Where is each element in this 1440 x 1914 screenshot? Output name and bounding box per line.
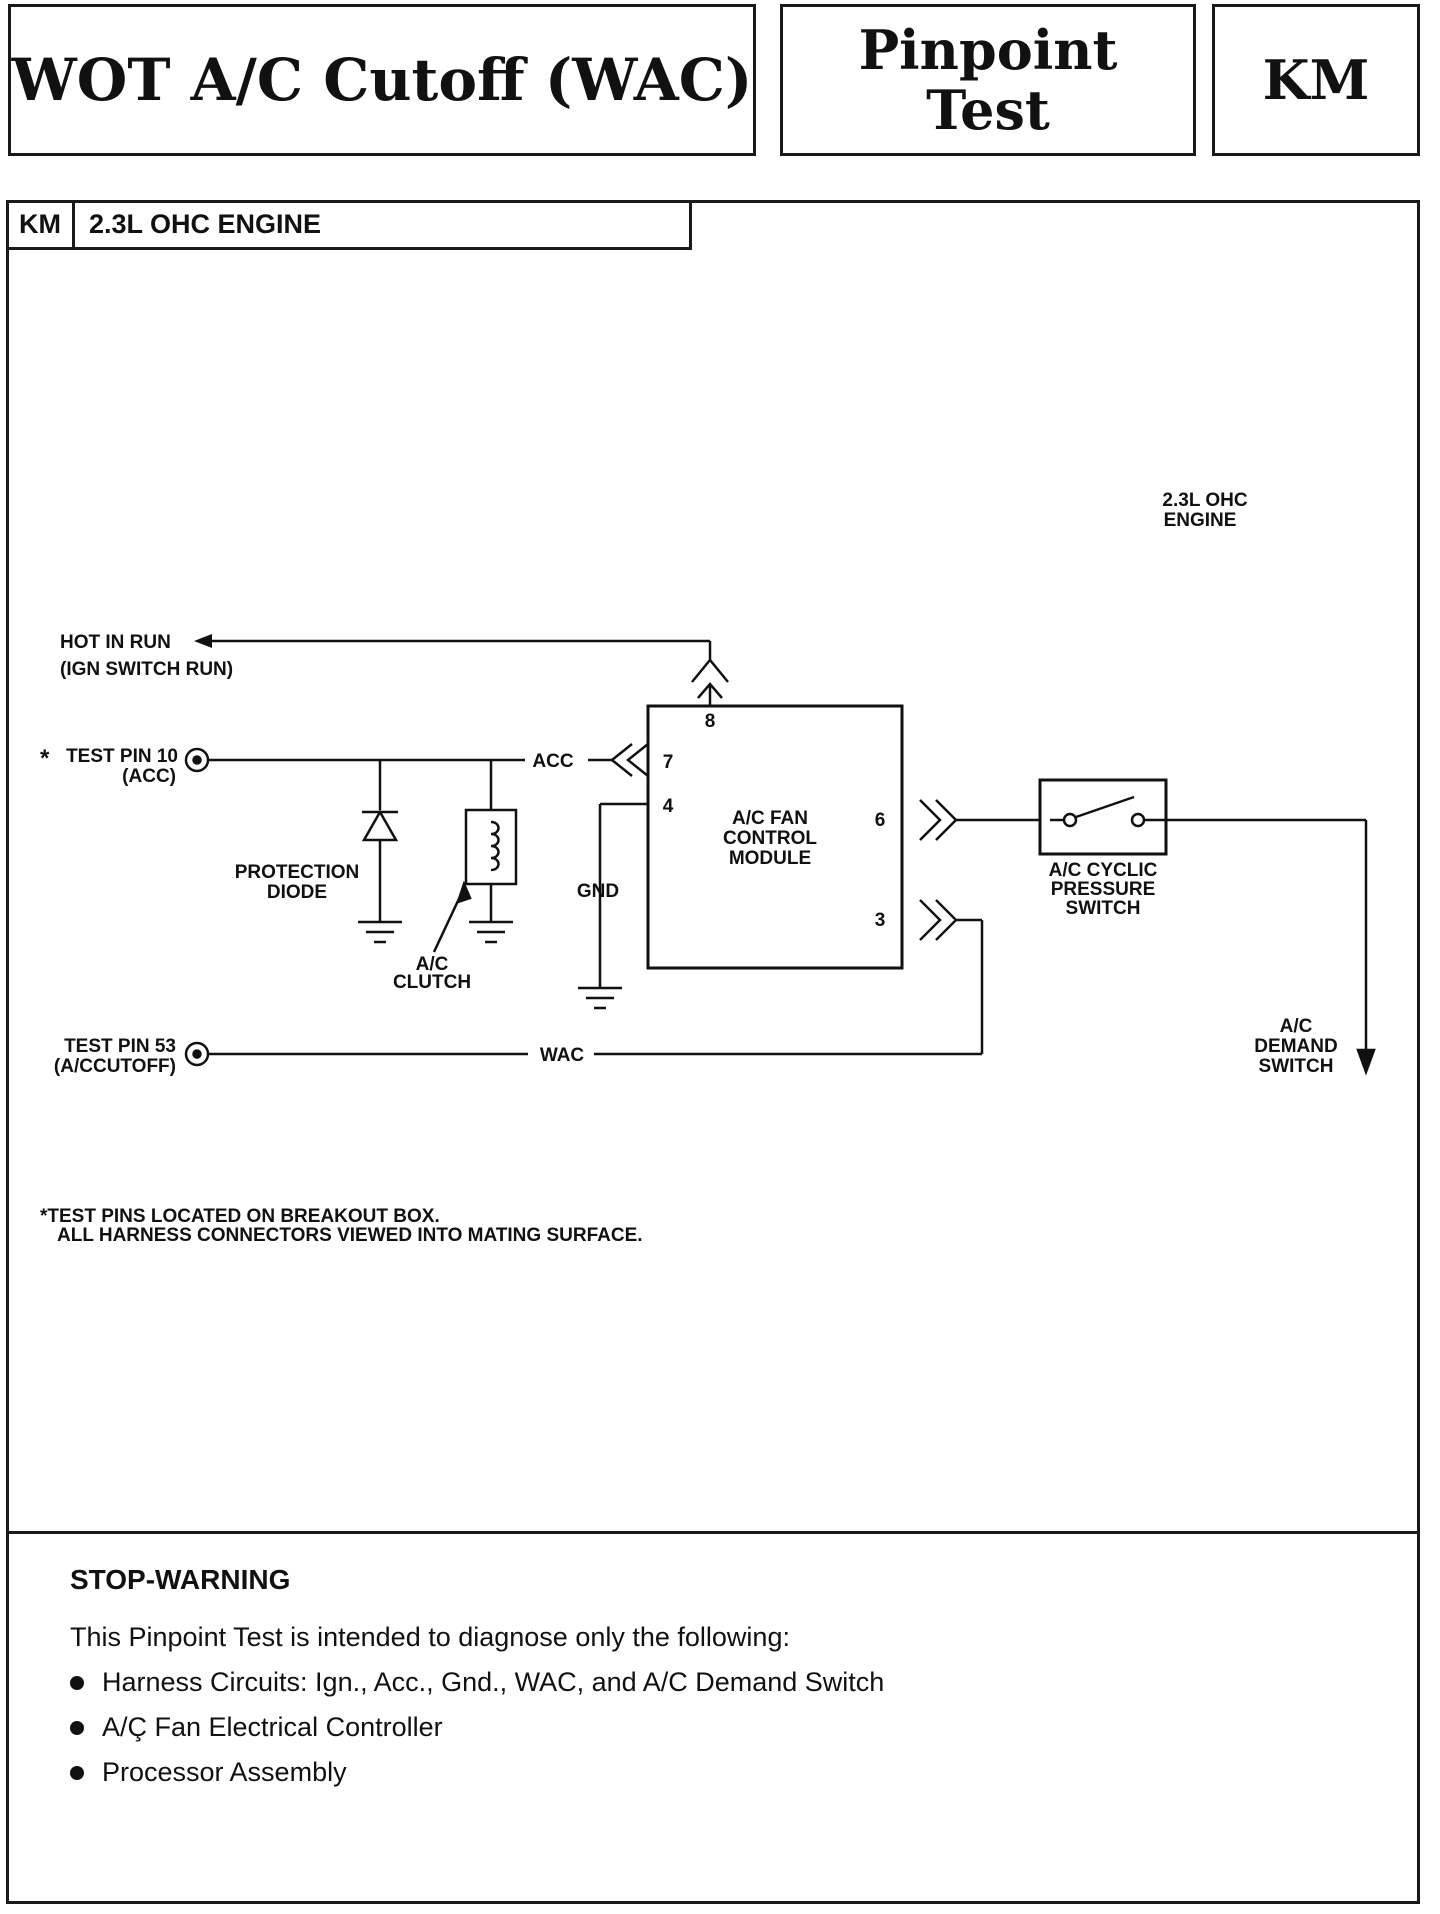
pin8-label: 8 — [705, 711, 716, 732]
bullet-icon — [70, 1765, 84, 1780]
pin3-connector — [919, 899, 942, 941]
stop-warning-section: STOP-WARNING This Pinpoint Test is inten… — [70, 1564, 884, 1802]
module-label-line1: A/C FAN — [732, 808, 808, 829]
engine-label-line2: ENGINE — [1164, 510, 1237, 531]
main-frame — [6, 200, 1420, 1904]
pin8-connector — [691, 658, 729, 683]
wiring-diagram: 2.3L OHC ENGINE HOT IN RUN (IGN SWITCH R… — [40, 490, 1376, 1246]
warning-item: A/Ç Fan Electrical Controller — [70, 1712, 884, 1743]
pin6-label: 6 — [875, 810, 886, 831]
pin7-connector-inner — [625, 743, 649, 777]
note-line1: *TEST PINS LOCATED ON BREAKOUT BOX. — [40, 1206, 440, 1227]
demand-label-line2: DEMAND — [1254, 1036, 1337, 1057]
engine-tab-name: 2.3L OHC ENGINE — [89, 209, 322, 239]
title-box: WOT A/C Cutoff (WAC) — [8, 4, 756, 156]
switch-label-line2: PRESSURE — [1051, 879, 1156, 900]
warning-item-text: Processor Assembly — [102, 1757, 347, 1787]
module-label-line3: MODULE — [729, 848, 811, 869]
ac-cyclic-pressure-switch — [1038, 778, 1168, 856]
warning-item: Harness Circuits: Ign., Acc., Gnd., WAC,… — [70, 1667, 884, 1698]
bullet-icon — [70, 1675, 84, 1690]
module-box — [646, 704, 904, 970]
warning-item-text: A/Ç Fan Electrical Controller — [102, 1712, 443, 1742]
demand-label-line3: SWITCH — [1259, 1056, 1334, 1077]
clutch-label-line2: CLUTCH — [393, 972, 471, 993]
bullet-icon — [70, 1720, 84, 1735]
engine-tab-code: KM — [8, 202, 75, 247]
test-type-box: Pinpoint Test — [780, 4, 1196, 156]
hot-in-run-label: HOT IN RUN — [60, 632, 171, 653]
test-code: KM — [1262, 48, 1370, 112]
test-type-line2: Test — [926, 78, 1050, 142]
page-title: WOT A/C Cutoff (WAC) — [11, 46, 753, 114]
test-pin10-star: * — [40, 745, 50, 772]
test-pin53-label: TEST PIN 53 — [64, 1036, 176, 1057]
note-line2: ALL HARNESS CONNECTORS VIEWED INTO MATIN… — [57, 1225, 643, 1246]
hot-in-run-arrow — [194, 634, 212, 648]
diode-label-line2: DIODE — [267, 882, 327, 903]
switch-label-line3: SWITCH — [1066, 898, 1141, 919]
protection-diode-symbol — [361, 809, 399, 842]
test-pin10-acc-label: (ACC) — [122, 766, 176, 787]
test-pin53-terminal — [184, 1041, 210, 1067]
pin7-label: 7 — [663, 752, 674, 773]
diode-label-line1: PROTECTION — [235, 862, 360, 883]
demand-arrow — [1356, 1048, 1376, 1076]
warning-intro: This Pinpoint Test is intended to diagno… — [70, 1622, 790, 1652]
demand-label-line1: A/C — [1280, 1016, 1313, 1037]
wac-wire-label: WAC — [540, 1045, 585, 1066]
clutch-label-line1: A/C — [416, 954, 449, 975]
engine-label-line1: 2.3L OHC — [1162, 490, 1247, 511]
test-pin53-cutoff-label: (A/CCUTOFF) — [54, 1056, 176, 1077]
gnd-label: GND — [577, 881, 619, 902]
test-type-line1: Pinpoint — [858, 18, 1118, 82]
warning-list: Harness Circuits: Ign., Acc., Gnd., WAC,… — [70, 1667, 884, 1788]
pin3-label: 3 — [875, 910, 886, 931]
pin4-label: 4 — [663, 796, 674, 817]
test-code-box: KM — [1212, 4, 1420, 156]
switch-label-line1: A/C CYCLIC — [1049, 860, 1158, 881]
ign-switch-run-label: (IGN SWITCH RUN) — [60, 659, 233, 680]
acc-wire-label: ACC — [532, 751, 573, 772]
warning-item-text: Harness Circuits: Ign., Acc., Gnd., WAC,… — [102, 1667, 885, 1697]
test-pin10-label: TEST PIN 10 — [66, 746, 178, 767]
pin6-connector — [919, 799, 942, 841]
module-label-line2: CONTROL — [723, 828, 817, 849]
warning-item: Processor Assembly — [70, 1757, 884, 1788]
pin7-connector — [609, 743, 633, 777]
engine-tab: KM 2.3L OHC ENGINE — [8, 202, 692, 250]
warning-divider — [6, 1531, 1420, 1534]
warning-title: STOP-WARNING — [70, 1564, 291, 1595]
